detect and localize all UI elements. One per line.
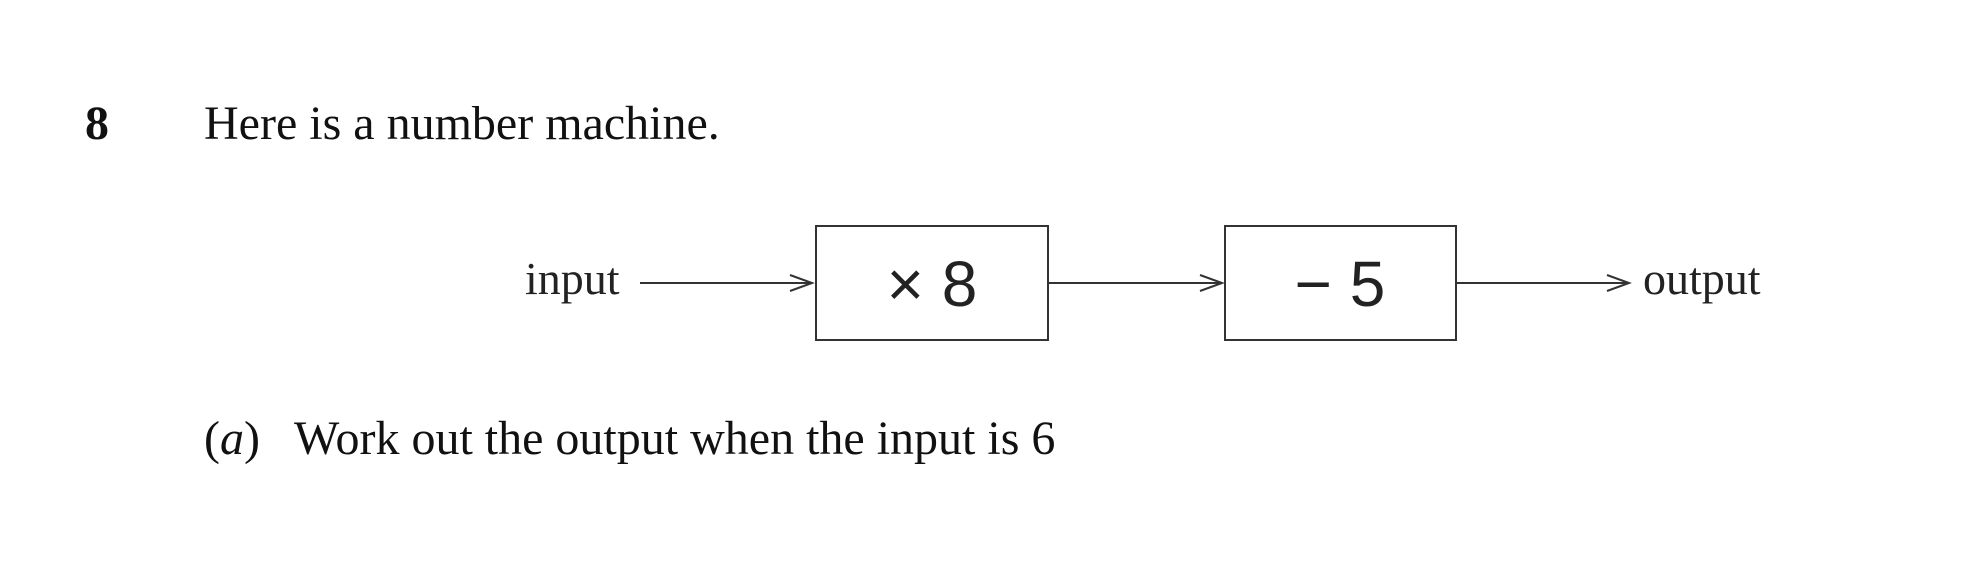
arrowhead-box1-to-box2 xyxy=(1199,274,1225,292)
question-number: 8 xyxy=(85,97,109,150)
part-a-label: (a) xyxy=(204,412,260,465)
machine-input-label: input xyxy=(525,253,620,304)
machine-box-subtract-label: − 5 xyxy=(1295,248,1386,320)
arrowhead-box2-to-output xyxy=(1606,274,1632,292)
machine-output-label: output xyxy=(1643,253,1761,304)
part-a-text: Work out the output when the input is 6 xyxy=(294,412,1056,465)
machine-box-multiply-label: × 8 xyxy=(887,248,978,320)
arrowhead-input-to-box1 xyxy=(789,274,815,292)
question-intro: Here is a number machine. xyxy=(204,97,720,150)
part-a: (a) Work out the output when the input is… xyxy=(204,415,1055,463)
